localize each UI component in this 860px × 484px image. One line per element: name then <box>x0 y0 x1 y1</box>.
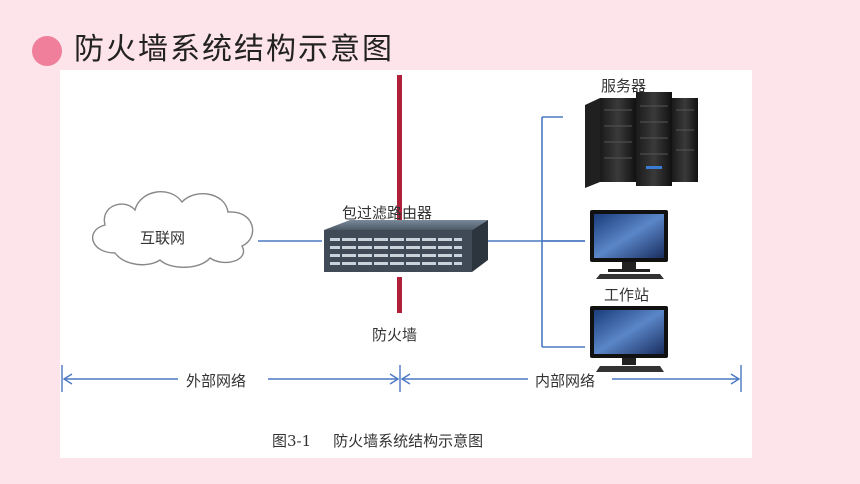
node-label-workstation: 工作站 <box>604 286 650 304</box>
switch-icon <box>324 220 488 272</box>
zone-label-internal: 内部网络 <box>535 372 596 390</box>
firewall-wall <box>397 75 402 313</box>
node-label-firewall: 防火墙 <box>372 326 418 344</box>
zone-arrows <box>61 365 742 392</box>
title-bullet <box>32 36 62 66</box>
node-label-router: 包过滤路由器 <box>342 204 433 222</box>
page-title: 防火墙系统结构示意图 <box>74 32 394 67</box>
diagram-panel: 互联网 包过滤路由器 防火墙 服务器 工作站 外部网络 内部网络 图3-1 防火墙… <box>60 70 752 458</box>
network-diagram <box>61 75 742 392</box>
connection-lines <box>258 116 585 348</box>
figure-caption-text: 防火墙系统结构示意图 <box>333 432 484 450</box>
zone-label-external: 外部网络 <box>186 372 247 390</box>
node-label-server: 服务器 <box>601 77 647 95</box>
server-rack-icon <box>585 92 698 188</box>
figure-caption: 图3-1 防火墙系统结构示意图 <box>272 430 483 451</box>
cloud-icon <box>92 191 254 268</box>
monitor-icon <box>590 306 668 372</box>
monitor-icon <box>590 210 668 279</box>
figure-number: 图3-1 <box>272 432 312 450</box>
node-label-internet: 互联网 <box>140 229 186 247</box>
